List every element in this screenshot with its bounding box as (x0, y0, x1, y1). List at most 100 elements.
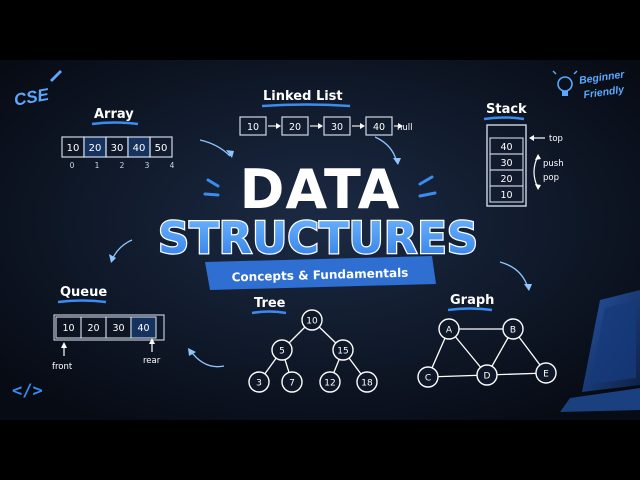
queue-frame (53, 314, 165, 341)
queue-value: 10 (62, 323, 74, 334)
tree-node (281, 371, 303, 393)
array-value: 30 (111, 143, 124, 154)
tree-node (301, 309, 323, 331)
tree-node (248, 371, 270, 393)
linked-list-value: 40 (373, 122, 385, 133)
decorative-arrows (109, 136, 532, 368)
title-block: DATA STRUCTURES Concepts & Fundamentals (157, 158, 479, 290)
stack-cell (489, 185, 524, 203)
linked-list-node (239, 116, 267, 136)
queue-rear-label: rear (143, 356, 161, 366)
array-diagram: Array 10 20 30 40 50 0 1 2 3 4 (61, 107, 175, 170)
graph-diagram: Graph A B C D E (417, 293, 557, 388)
tree-node-value: 7 (289, 379, 295, 389)
tree-node (319, 371, 341, 393)
graph-node-label: A (446, 326, 453, 336)
stack-pop-label: pop (543, 173, 559, 183)
queue-cells: 10 20 30 40 (53, 314, 165, 341)
linked-list-node (323, 116, 351, 136)
title-line1: DATA (240, 158, 401, 221)
linked-list-value: 20 (289, 122, 301, 133)
code-icon: </> (12, 381, 43, 401)
queue-diagram: Queue 10 20 30 40 front rear (52, 285, 165, 372)
graph-node-label: C (425, 374, 431, 384)
array-index: 2 (120, 161, 125, 170)
pointer-arrow-icon (398, 123, 403, 129)
tree-node (271, 339, 293, 361)
rear-arrow-icon (149, 338, 155, 344)
laptop-illustration (560, 290, 640, 412)
tree-node-value: 18 (361, 379, 373, 389)
tree-nodes: 10 5 15 3 7 12 18 (248, 309, 378, 393)
ribbon-text: Concepts & Fundamentals (231, 266, 408, 285)
linked-list-nodes: 10 20 30 40 (239, 116, 403, 136)
graph-nodes: A B C D E (417, 318, 557, 388)
stack-value: 10 (500, 190, 512, 201)
graph-node (535, 362, 557, 384)
pointer-arrow-icon (318, 123, 323, 129)
tree-node-value: 15 (337, 347, 348, 357)
background-panel (0, 60, 640, 420)
top-arrow-icon (529, 135, 534, 141)
queue-cell (130, 316, 157, 339)
stack-diagram: Stack 40 30 20 10 top push pop (483, 102, 564, 207)
linked-list-diagram: Linked List 10 20 30 40 null (239, 89, 413, 136)
array-index: 4 (170, 161, 175, 170)
tree-node-value: 3 (256, 379, 262, 389)
stack-label: Stack (486, 102, 527, 117)
array-value: 40 (133, 143, 146, 154)
array-index: 1 (95, 161, 100, 170)
graph-node (438, 318, 460, 340)
graph-node (502, 318, 524, 340)
graph-node-label: E (543, 370, 549, 380)
linked-list-label: Linked List (263, 89, 343, 104)
tree-node-value: 5 (279, 347, 285, 357)
queue-front-label: front (52, 362, 73, 372)
stack-value: 40 (500, 142, 512, 153)
letterbox-top (0, 0, 640, 60)
ribbon-banner (205, 256, 436, 290)
stack-cells: 40 30 20 10 (489, 137, 524, 203)
array-value: 10 (67, 143, 80, 154)
linked-list-value: 10 (247, 122, 259, 133)
stack-top-label: top (549, 134, 563, 144)
queue-value: 30 (112, 323, 124, 334)
letterbox-bottom (0, 420, 640, 480)
array-cells: 10 20 30 40 50 (61, 136, 173, 158)
graph-node (417, 366, 439, 388)
array-cell (149, 136, 173, 158)
linked-list-node (281, 116, 309, 136)
front-arrow-icon (61, 342, 67, 348)
friendly-text: Friendly (583, 84, 626, 102)
linked-list-node (365, 116, 393, 136)
graph-node-label: B (510, 326, 516, 336)
graph-node-label: D (484, 372, 491, 382)
array-arrow-icon (199, 139, 231, 157)
stack-value: 20 (500, 174, 512, 185)
tree-node (332, 339, 354, 361)
array-index: 3 (145, 161, 150, 170)
queue-label: Queue (60, 285, 107, 300)
array-indices: 0 1 2 3 4 (70, 161, 175, 170)
graph-label: Graph (450, 293, 494, 308)
pencil-icon (50, 70, 62, 82)
linked-list-value: 30 (331, 122, 343, 133)
array-label: Array (94, 107, 134, 122)
queue-value: 40 (137, 323, 149, 334)
array-value: 20 (89, 143, 102, 154)
array-value: 50 (155, 143, 168, 154)
stack-push-label: push (543, 159, 564, 169)
queue-value: 20 (87, 323, 99, 334)
graph-node (476, 364, 498, 386)
pointer-arrow-icon (360, 123, 365, 129)
stack-value: 30 (500, 158, 512, 169)
tree-diagram: Tree 10 5 15 3 7 12 18 (248, 296, 378, 393)
tree-node (356, 371, 378, 393)
array-index: 0 (70, 161, 75, 170)
tree-node-value: 10 (306, 317, 318, 327)
pointer-arrow-icon (276, 123, 281, 129)
tree-label: Tree (254, 296, 286, 311)
linked-list-null: null (397, 123, 413, 133)
tree-node-value: 12 (324, 379, 335, 389)
